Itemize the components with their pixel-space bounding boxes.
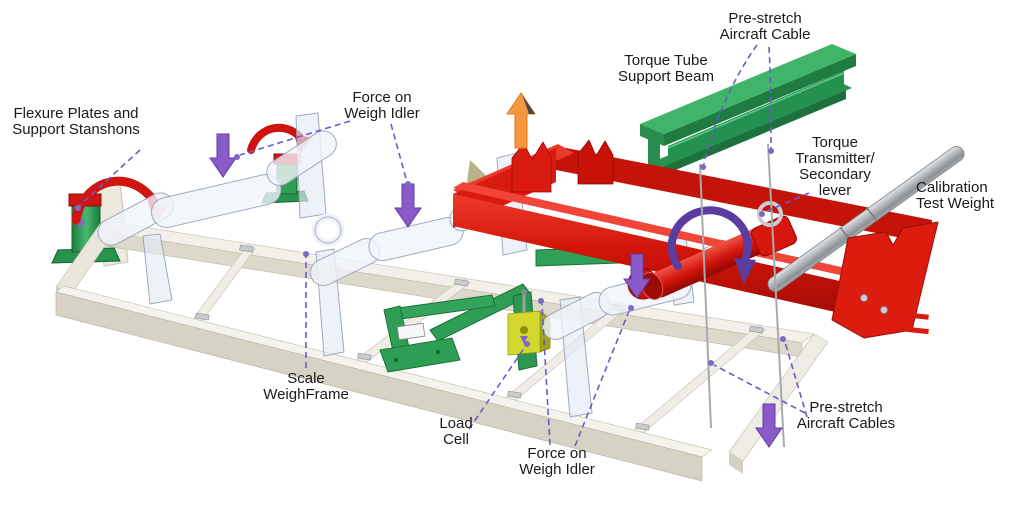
- force-arrow-down-icon: [209, 133, 237, 178]
- force-arrows: [209, 92, 783, 448]
- label-torque-transmitter: Torque Transmitter/ Secondary lever: [795, 134, 875, 199]
- leader-endpoints: [75, 148, 786, 366]
- weigh-idler-assembly-left: [97, 112, 337, 305]
- label-calibration-test-weight: Calibration Test Weight: [916, 179, 995, 212]
- rotation-arrow-icon: [667, 206, 756, 284]
- brand-plate: [396, 322, 426, 341]
- torque-tube-support-beam: [640, 44, 856, 179]
- calibration-test-weight-rod: [767, 146, 965, 292]
- label-force-weigh-idler-top: Force on Weigh Idler: [344, 89, 420, 122]
- label-flexure-plates: Flexure Plates and Support Stanshons: [12, 105, 140, 138]
- label-torque-tube-support-beam: Torque Tube Support Beam: [618, 52, 714, 85]
- force-arrow-down-icon: [623, 253, 651, 299]
- label-force-weigh-idler-bottom: Force on Weigh Idler: [519, 445, 595, 478]
- force-arrow-up-icon: [506, 92, 536, 149]
- load-cell: [507, 289, 551, 356]
- label-prestretch-cable-top: Pre-stretch Aircraft Cable: [719, 10, 811, 43]
- prestretch-aircraft-cables: [699, 143, 785, 448]
- label-scale-weighframe: Scale WeighFrame: [263, 370, 349, 403]
- leader-lines: [78, 44, 810, 447]
- weight-cradle-bracket: [831, 221, 939, 339]
- label-prestretch-cables-bottom: Pre-stretch Aircraft Cables: [796, 399, 896, 432]
- force-arrow-down-icon: [394, 183, 422, 228]
- force-arrow-down-icon: [755, 403, 783, 448]
- force-arrow-up-tip-shade: [521, 93, 535, 114]
- label-load-cell: Load Cell: [439, 415, 473, 448]
